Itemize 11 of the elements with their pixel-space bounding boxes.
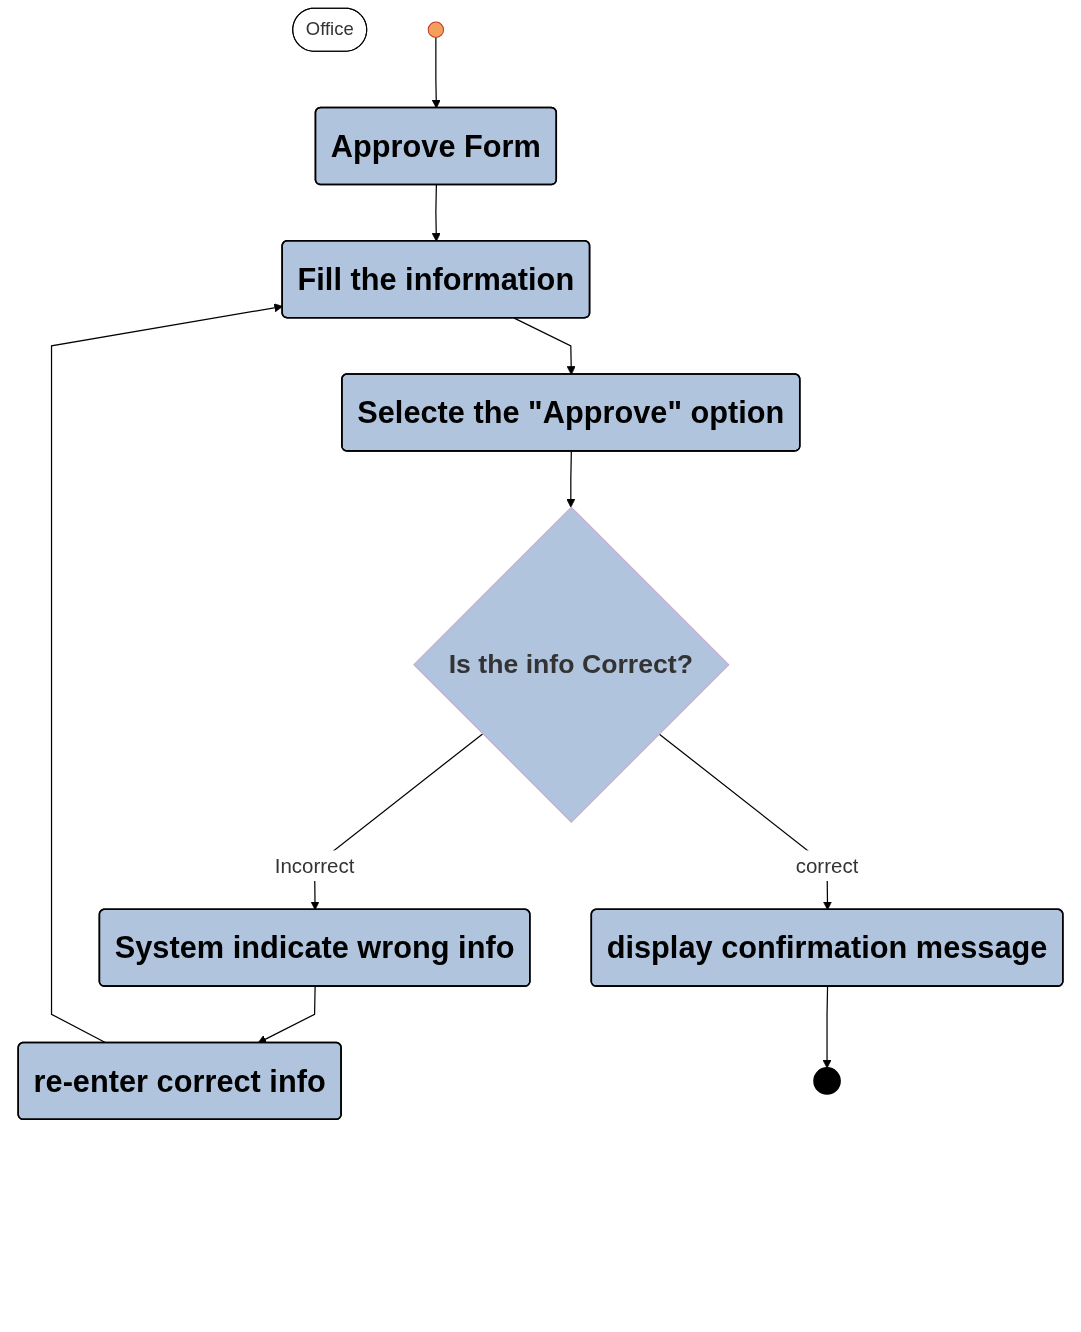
node-circle xyxy=(427,21,445,38)
node-circle xyxy=(813,1067,841,1095)
arrow xyxy=(566,450,576,508)
edge-label: Incorrect xyxy=(274,854,355,877)
arrow xyxy=(257,986,316,1044)
arrow xyxy=(431,36,441,109)
edge-label: correct xyxy=(795,854,859,877)
arrow xyxy=(513,317,576,375)
arrow xyxy=(431,184,441,242)
arrow xyxy=(822,986,832,1069)
node-diamond: Is the info Correct? xyxy=(413,506,730,823)
